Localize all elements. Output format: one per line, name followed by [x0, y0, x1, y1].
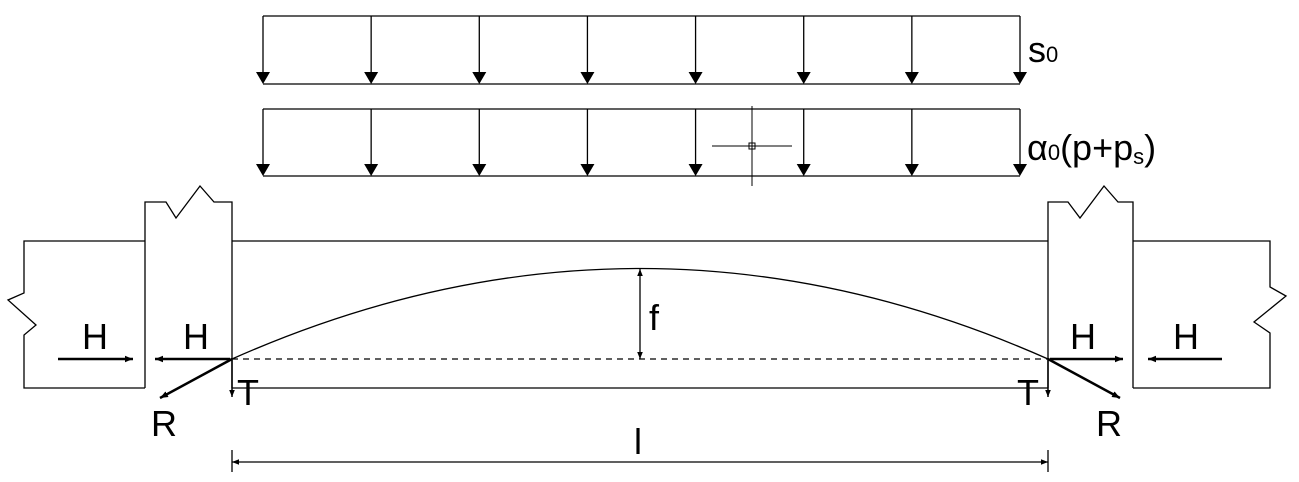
load-alpha-label: α0(p+ps) — [1027, 127, 1156, 169]
load-s0 — [256, 15, 1027, 85]
load-s0-arrow-head — [904, 72, 919, 84]
left-outer-h-label: H — [82, 316, 108, 357]
load-alpha-arrow-head — [904, 164, 919, 176]
load-s0-label: s0 — [1028, 29, 1058, 70]
load-s0-arrows — [256, 16, 1027, 84]
span-label: l — [634, 421, 642, 462]
load-alpha-arrow-head — [580, 164, 595, 176]
left-t-label: T — [237, 372, 259, 413]
beam — [232, 240, 1048, 389]
load-s0-arrow-head — [580, 72, 595, 84]
force-arrows — [58, 355, 1222, 400]
load-alpha-arrow-head — [1013, 164, 1027, 176]
load-alpha-arrow-head — [796, 164, 811, 176]
load-s0-arrow-head — [796, 72, 811, 84]
cursor-crosshair — [712, 106, 792, 186]
right-t-label: T — [1017, 372, 1039, 413]
load-s0-arrow-head — [1013, 72, 1027, 84]
load-s0-arrow-head — [256, 72, 270, 84]
left-r-label: R — [151, 403, 177, 444]
load-alpha-arrow-head — [364, 164, 379, 176]
right-outer-h-label: H — [1173, 316, 1199, 357]
left-r-arrow — [159, 357, 233, 400]
left-inner-h-label: H — [183, 316, 209, 357]
right-inner-h-label: H — [1070, 316, 1096, 357]
span-dimension — [231, 450, 1049, 472]
load-s0-arrow-head — [472, 72, 487, 84]
left-wall — [6, 184, 233, 389]
rise-label: f — [649, 297, 660, 338]
load-s0-arrow-head — [364, 72, 379, 84]
load-alpha-arrow-head — [256, 164, 270, 176]
load-alpha-p — [256, 108, 1027, 177]
right-r-arrow — [1047, 357, 1121, 400]
load-s0-arrow-head — [688, 72, 703, 84]
load-alpha-arrows — [256, 109, 1027, 176]
load-alpha-arrow-head — [688, 164, 703, 176]
right-r-label: R — [1096, 403, 1122, 444]
arch-curve — [231, 267, 1049, 360]
load-alpha-arrow-head — [472, 164, 487, 176]
right-wall — [1047, 184, 1288, 389]
